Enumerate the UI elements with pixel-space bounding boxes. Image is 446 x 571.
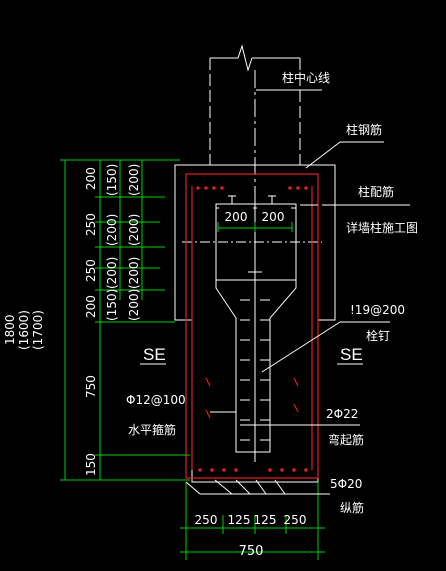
label-column-rebar: 柱钢筋 <box>346 122 382 137</box>
label-stud-spec: !19@200 <box>350 303 405 317</box>
shear-studs <box>228 195 276 441</box>
bottom-dim-250-left: 250 <box>195 513 218 527</box>
dim-200-bottom: 200 <box>84 295 98 318</box>
label-horizontal-rebar-spec: Φ12@100 <box>126 393 186 407</box>
label-se-left: SE <box>143 345 166 364</box>
flange-dimension: 200 200 <box>217 206 293 232</box>
label-column-centerline: 柱中心线 <box>282 70 330 85</box>
bottom-dimension-lines <box>180 482 325 560</box>
left-dimension-values: 200 250 250 200 750 150 (150) (200) (200… <box>3 164 141 476</box>
left-dimension-lines <box>60 159 190 481</box>
dim-250-a: 250 <box>84 213 98 236</box>
label-longitudinal-spec: 5Φ20 <box>330 477 362 491</box>
bottom-dim-125-right: 125 <box>254 513 277 527</box>
flange-dim-left: 200 <box>225 210 248 224</box>
dim-250-b: 250 <box>84 259 98 282</box>
alt-b-1: (200) <box>127 164 141 196</box>
dim-750: 750 <box>84 375 98 398</box>
alt-a-3: (200) <box>105 257 119 289</box>
alt-b-4: (200) <box>127 289 141 321</box>
bottom-dim-total: 750 <box>239 544 264 559</box>
label-column-reinforcement: 柱配筋 <box>358 184 394 199</box>
alt-a-1: (150) <box>105 164 119 196</box>
label-see-column-drawing: 详墙柱施工图 <box>346 220 418 235</box>
rebar-dots-top <box>196 186 308 190</box>
alt-a-4: (150) <box>105 289 119 321</box>
label-bent-bar-spec: 2Φ22 <box>326 407 358 421</box>
bent-rebar-marks <box>205 377 299 419</box>
bottom-dimension-values: 250 125 125 250 750 <box>195 513 307 559</box>
bottom-dim-250-right: 250 <box>284 513 307 527</box>
alt-b-3: (200) <box>127 257 141 289</box>
dim-150: 150 <box>84 453 98 476</box>
column-outline <box>209 44 301 165</box>
alt-b-2: (200) <box>127 214 141 246</box>
annotations: 柱中心线 柱钢筋 柱配筋 详墙柱施工图 !19@200 栓钉 Φ12@100 水… <box>126 70 418 515</box>
rebar-cage <box>185 173 319 479</box>
alt-a-2: (200) <box>105 214 119 246</box>
label-longitudinal: 纵筋 <box>340 500 364 515</box>
steel-section <box>215 203 297 453</box>
leader-lines <box>185 89 410 495</box>
bottom-dim-125-left: 125 <box>228 513 251 527</box>
total-1800: 1800 <box>3 314 17 345</box>
flange-dim-right: 200 <box>262 210 285 224</box>
label-horizontal-rebar: 水平箍筋 <box>128 422 176 437</box>
label-se-right: SE <box>340 345 363 364</box>
label-bent-bar: 弯起筋 <box>328 432 364 447</box>
dim-200-top: 200 <box>84 167 98 190</box>
rebar-dots-bottom <box>198 468 308 472</box>
total-1700: (1700) <box>31 310 45 350</box>
label-stud: 栓钉 <box>366 328 390 343</box>
total-1600: (1600) <box>17 310 31 350</box>
